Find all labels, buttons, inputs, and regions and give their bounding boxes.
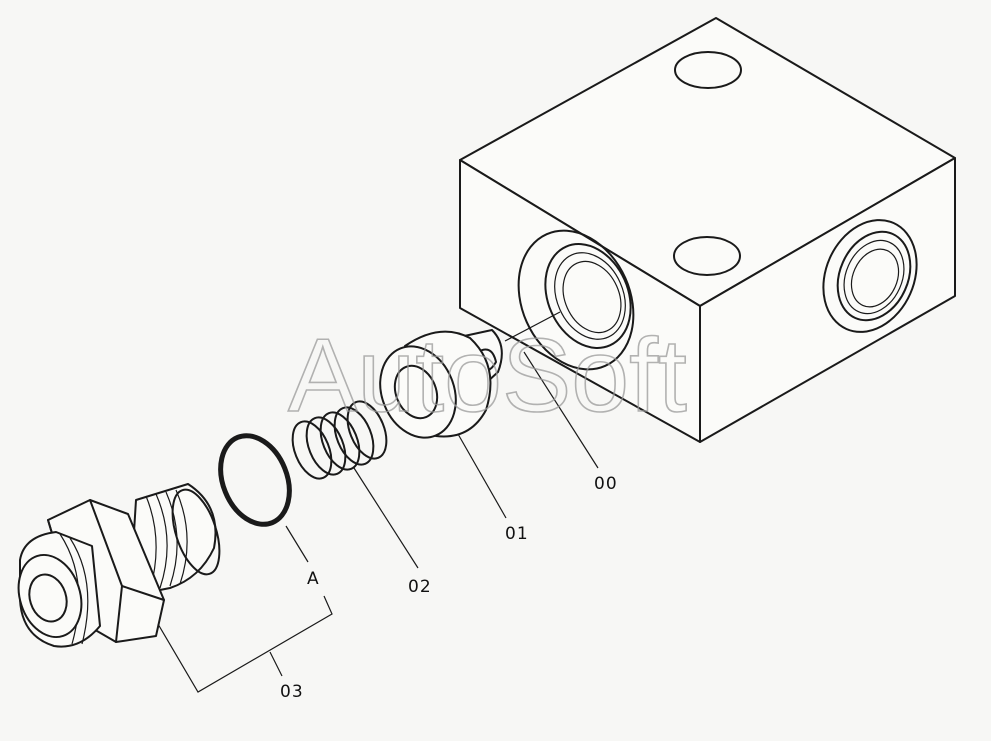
callout-02: 02 <box>408 577 432 597</box>
spring <box>291 400 388 480</box>
front-threaded-port <box>517 229 635 371</box>
callout-01: 01 <box>505 524 529 544</box>
top-port-rear <box>674 51 742 89</box>
poppet <box>379 329 503 439</box>
leader-01 <box>457 433 507 519</box>
valve-body <box>459 17 956 443</box>
side-threaded-port <box>822 219 918 333</box>
callout-00: 00 <box>594 474 618 494</box>
fitting <box>17 483 221 648</box>
top-port-front <box>673 236 741 276</box>
valve-body-side-face <box>699 157 956 443</box>
leader-lines <box>157 311 599 693</box>
leader-03-bracket <box>157 595 333 693</box>
leader-03 <box>269 651 283 677</box>
watermark-logo: AutoSoft <box>288 318 687 434</box>
leader-00 <box>523 351 599 469</box>
callout-03: 03 <box>280 682 304 702</box>
leader-A <box>285 525 309 563</box>
callout-A: A <box>307 569 320 589</box>
o-ring <box>218 433 292 527</box>
poppet-axis-line <box>504 311 561 342</box>
leader-02 <box>353 467 419 569</box>
